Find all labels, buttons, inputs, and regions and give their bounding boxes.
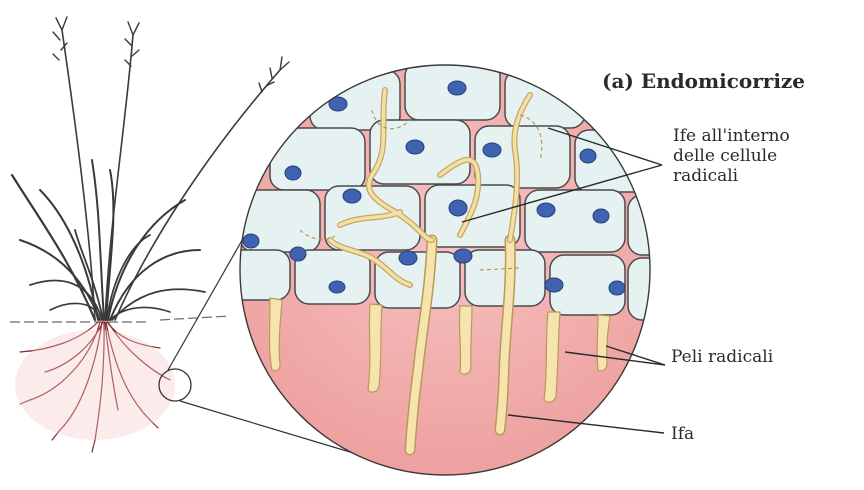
magnified-root-section xyxy=(225,60,678,480)
label-hyphae-line-3: radicali xyxy=(673,166,790,186)
title-text: Endomicorrize xyxy=(641,69,805,93)
soil-patch xyxy=(15,330,175,440)
label-hyphae-line-1: Ife all'interno xyxy=(673,126,790,146)
label-hyphae-line-2: delle cellule xyxy=(673,146,790,166)
label-hypha: Ifa xyxy=(671,424,694,444)
label-root-hairs: Peli radicali xyxy=(671,347,773,367)
diagram-title: (a) Endomicorrize xyxy=(602,70,805,94)
label-hyphae-inside-cells: Ife all'interno delle cellule radicali xyxy=(673,126,790,186)
title-tag: (a) xyxy=(602,69,634,93)
